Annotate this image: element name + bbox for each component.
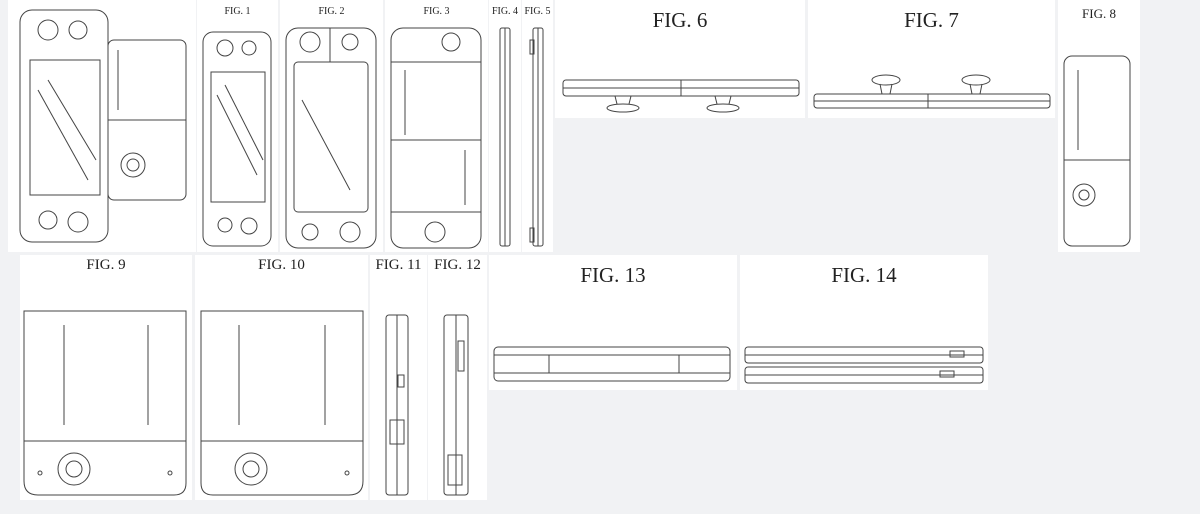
fig8-label: FIG. 8: [1082, 6, 1116, 21]
fig5-drawing: [529, 27, 544, 247]
fig10-label: FIG. 10: [258, 257, 305, 273]
fig2-panel: FIG. 2: [280, 0, 383, 252]
fig2-label: FIG. 2: [318, 6, 345, 17]
fig3-panel: FIG. 3: [385, 0, 488, 252]
fig1-label: FIG. 1: [224, 6, 251, 17]
fig6-drawing: [562, 79, 800, 113]
fig14-label: FIG. 14: [831, 263, 897, 287]
fig4-label: FIG. 4: [491, 6, 519, 17]
fig1-panel: FIG. 1: [197, 0, 278, 252]
fig11-drawing: [385, 314, 409, 496]
fig5-panel: FIG. 5: [522, 0, 553, 252]
perspective-view-panel: [8, 0, 196, 252]
fig5-label: FIG. 5: [524, 6, 551, 17]
fig4-panel: FIG. 4: [489, 0, 521, 252]
fig8-drawing: [1063, 55, 1131, 247]
fig10-drawing: [200, 310, 364, 496]
fig7-drawing: [813, 74, 1051, 109]
fig7-label: FIG. 7: [904, 8, 959, 32]
fig3-label: FIG. 3: [423, 6, 450, 17]
fig13-panel: FIG. 13: [489, 255, 737, 390]
fig9-drawing: [23, 310, 187, 496]
fig6-label: FIG. 6: [652, 8, 708, 32]
fig2-drawing: [285, 27, 377, 249]
fig9-panel: FIG. 9: [20, 255, 192, 500]
fig7-panel: FIG. 7: [808, 0, 1055, 118]
fig13-drawing: [493, 346, 731, 382]
fig11-label: FIG. 11: [375, 257, 422, 273]
fig14-panel: FIG. 14: [740, 255, 988, 390]
fig14-drawing: [744, 346, 984, 384]
fig12-label: FIG. 12: [434, 257, 481, 273]
fig3-drawing: [390, 27, 482, 249]
fig10-panel: FIG. 10: [195, 255, 368, 500]
fig13-label: FIG. 13: [580, 263, 646, 287]
fig11-panel: FIG. 11: [370, 255, 427, 500]
fig9-label: FIG. 9: [86, 257, 126, 273]
perspective-device-drawing: [19, 9, 187, 243]
fig12-drawing: [443, 314, 469, 496]
fig6-panel: FIG. 6: [555, 0, 805, 118]
fig12-panel: FIG. 12: [428, 255, 487, 500]
fig8-panel: FIG. 8: [1058, 0, 1140, 252]
fig1-drawing: [202, 31, 272, 247]
fig4-drawing: [499, 27, 511, 247]
